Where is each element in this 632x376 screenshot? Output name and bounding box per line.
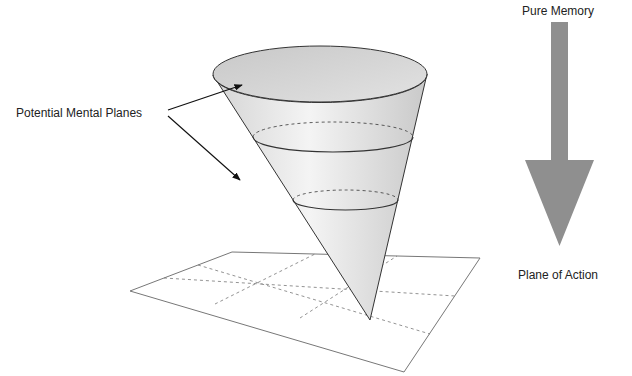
cone-top <box>213 46 427 102</box>
mental-plane-lower <box>293 190 398 210</box>
plane-grid <box>164 254 455 334</box>
leader-arrow <box>168 116 240 180</box>
axis-label: Pure Memory <box>522 4 594 18</box>
leader-arrow <box>168 85 242 110</box>
callout-label: Potential Mental Planes <box>16 106 142 120</box>
cone-body <box>213 74 427 320</box>
action-plane <box>130 252 480 372</box>
direction-arrow <box>525 22 594 246</box>
mental-plane-upper <box>253 122 413 152</box>
plane-label: Plane of Action <box>518 268 598 282</box>
